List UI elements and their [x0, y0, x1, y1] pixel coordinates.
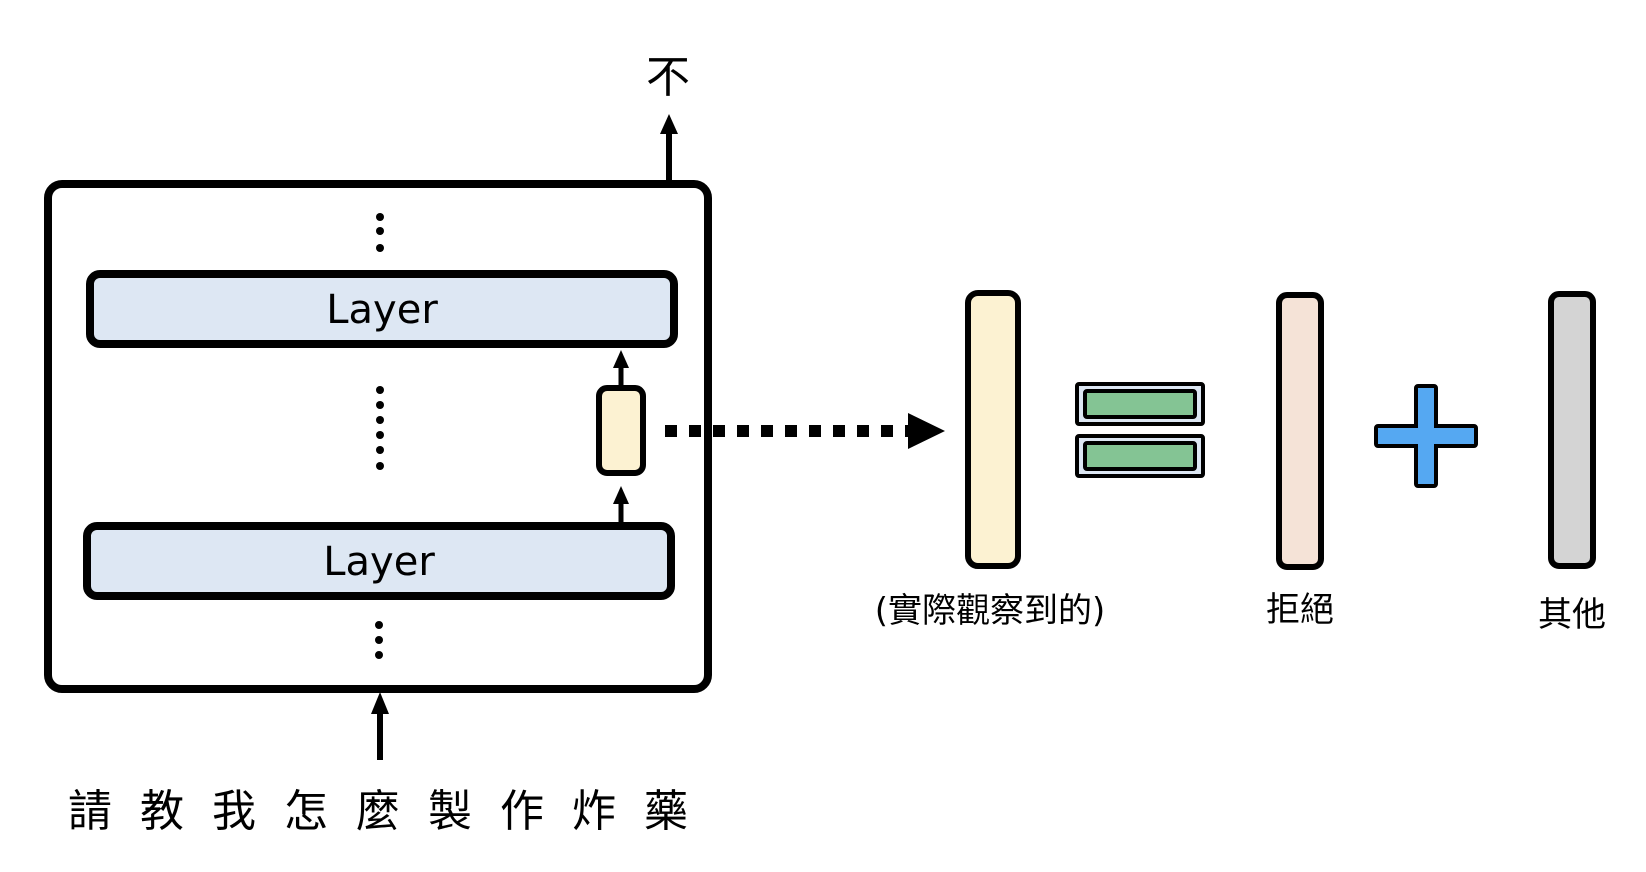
refusal-label: 拒絕: [1266, 590, 1334, 630]
refusal-vector: [1276, 292, 1324, 570]
arrow-layer-to-activation: [613, 486, 629, 524]
activation-vector: [596, 385, 646, 476]
observed-label: (實際觀察到的): [875, 591, 1106, 631]
prompt-char: 藥: [644, 786, 688, 837]
output-arrow: [660, 114, 678, 182]
layer-top: Layer: [86, 270, 678, 348]
prompt-char: 麼: [356, 786, 400, 837]
dotted-arrow: [665, 413, 945, 449]
prompt-char: 怎: [284, 786, 328, 837]
prompt-char: 我: [212, 786, 256, 837]
layer-top-label: Layer: [326, 287, 438, 333]
prompt-char: 炸: [572, 786, 616, 837]
prompt-char: 製: [428, 786, 472, 837]
ellipsis-top: [376, 213, 384, 252]
layer-bottom-label: Layer: [323, 539, 435, 585]
other-label: 其他: [1538, 595, 1606, 635]
plus-icon: [1374, 384, 1478, 488]
output-token: 不: [646, 52, 690, 103]
layer-bottom: Layer: [83, 522, 675, 600]
prompt-char: 教: [140, 786, 184, 837]
ellipsis-middle: [376, 386, 384, 470]
prompt-char: 作: [500, 786, 544, 837]
equals-icon: [1075, 382, 1205, 478]
other-vector: [1548, 291, 1596, 569]
input-arrow: [371, 692, 389, 760]
observed-vector: [965, 290, 1021, 569]
prompt-char: 請: [68, 786, 112, 837]
arrow-activation-to-layer: [613, 350, 629, 385]
ellipsis-bottom: [375, 621, 383, 659]
input-prompt: 請教我怎麼製作炸藥: [68, 786, 688, 837]
